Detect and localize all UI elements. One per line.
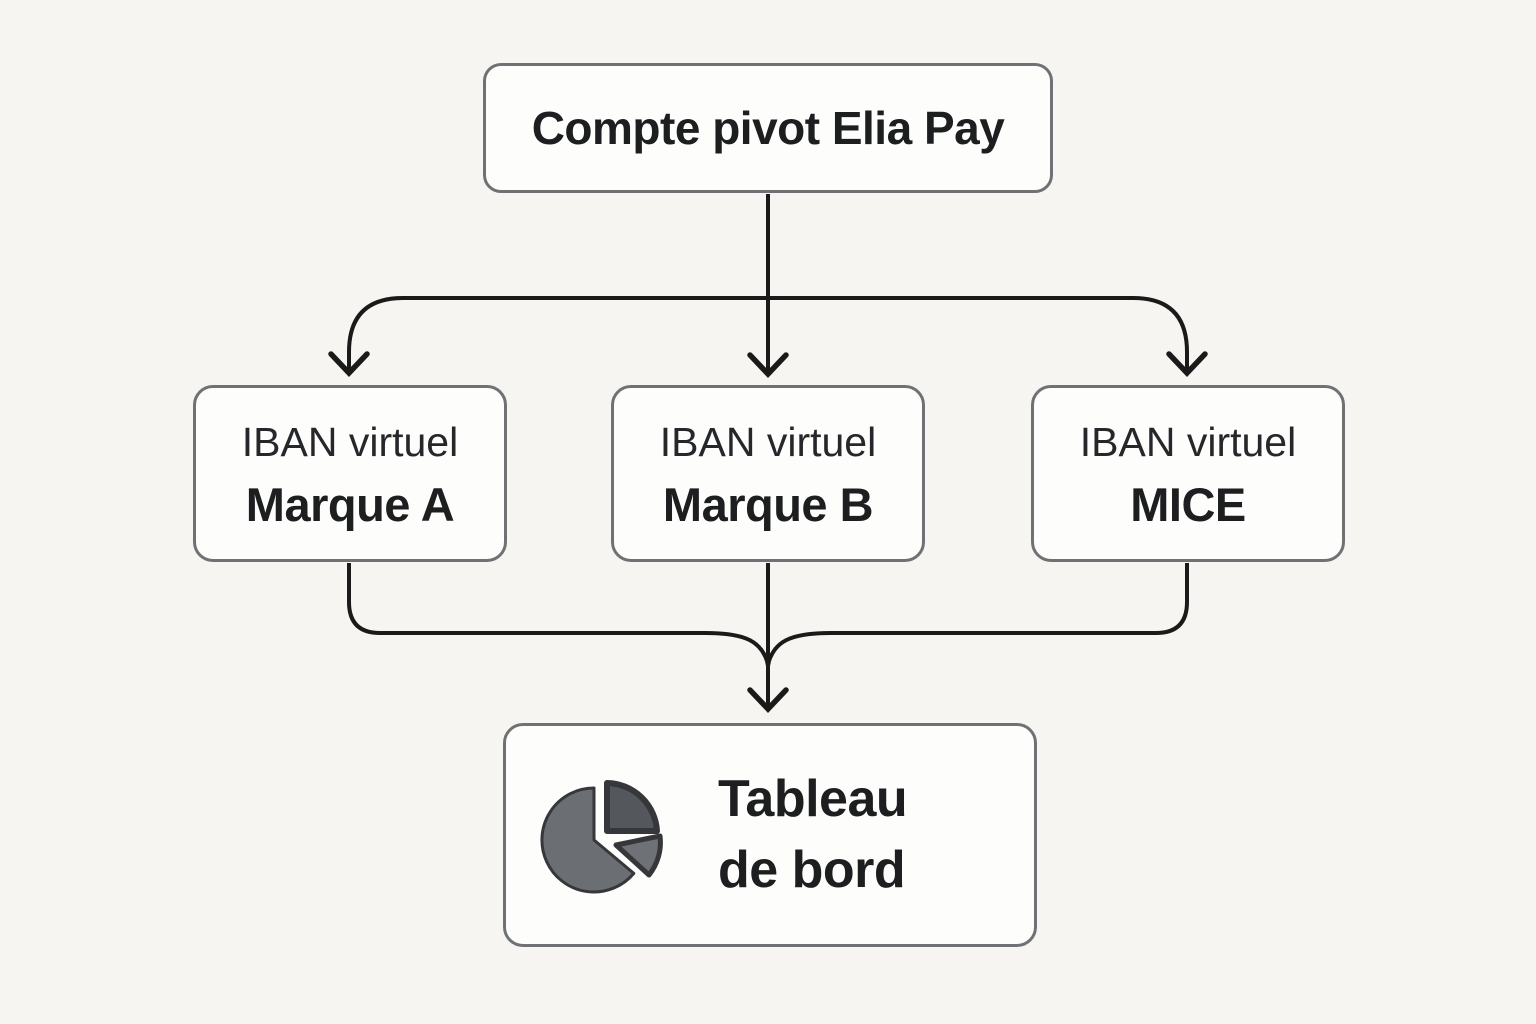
node-tableau-label-line1: Tableau — [718, 770, 908, 828]
node-iban-marque-b-line2: Marque B — [662, 477, 874, 531]
arrowhead-branch-a — [328, 351, 370, 377]
pie-chart-quarter-slice — [604, 780, 660, 834]
arrowhead-branch-c — [1166, 351, 1208, 377]
connector-merge-right — [766, 563, 1189, 667]
pie-chart-icon — [540, 780, 663, 894]
node-compte-pivot: Compte pivot Elia Pay — [483, 63, 1053, 193]
node-iban-marque-a: IBAN virtuel Marque A — [193, 385, 507, 562]
connector-merge-left — [347, 563, 770, 667]
node-iban-marque-b-line1: IBAN virtuel — [659, 418, 877, 465]
connector-branch-rail — [347, 296, 1189, 372]
node-tableau-label: Tableau de bord — [718, 764, 908, 906]
node-iban-marque-b: IBAN virtuel Marque B — [611, 385, 925, 562]
node-iban-mice-line1: IBAN virtuel — [1079, 418, 1297, 465]
node-tableau-label-line2: de bord — [718, 841, 906, 899]
node-iban-mice: IBAN virtuel MICE — [1031, 385, 1345, 562]
pie-chart-main-slice — [540, 786, 636, 894]
node-compte-pivot-label: Compte pivot Elia Pay — [531, 102, 1005, 154]
node-tableau-de-bord: Tableau de bord — [503, 723, 1037, 947]
arrowhead-branch-b — [747, 352, 789, 378]
node-iban-marque-a-line1: IBAN virtuel — [241, 418, 459, 465]
node-iban-marque-a-line2: Marque A — [245, 477, 455, 531]
node-iban-mice-line2: MICE — [1130, 477, 1246, 531]
pie-chart-small-wedge — [613, 833, 663, 878]
arrowhead-sink — [747, 687, 789, 713]
